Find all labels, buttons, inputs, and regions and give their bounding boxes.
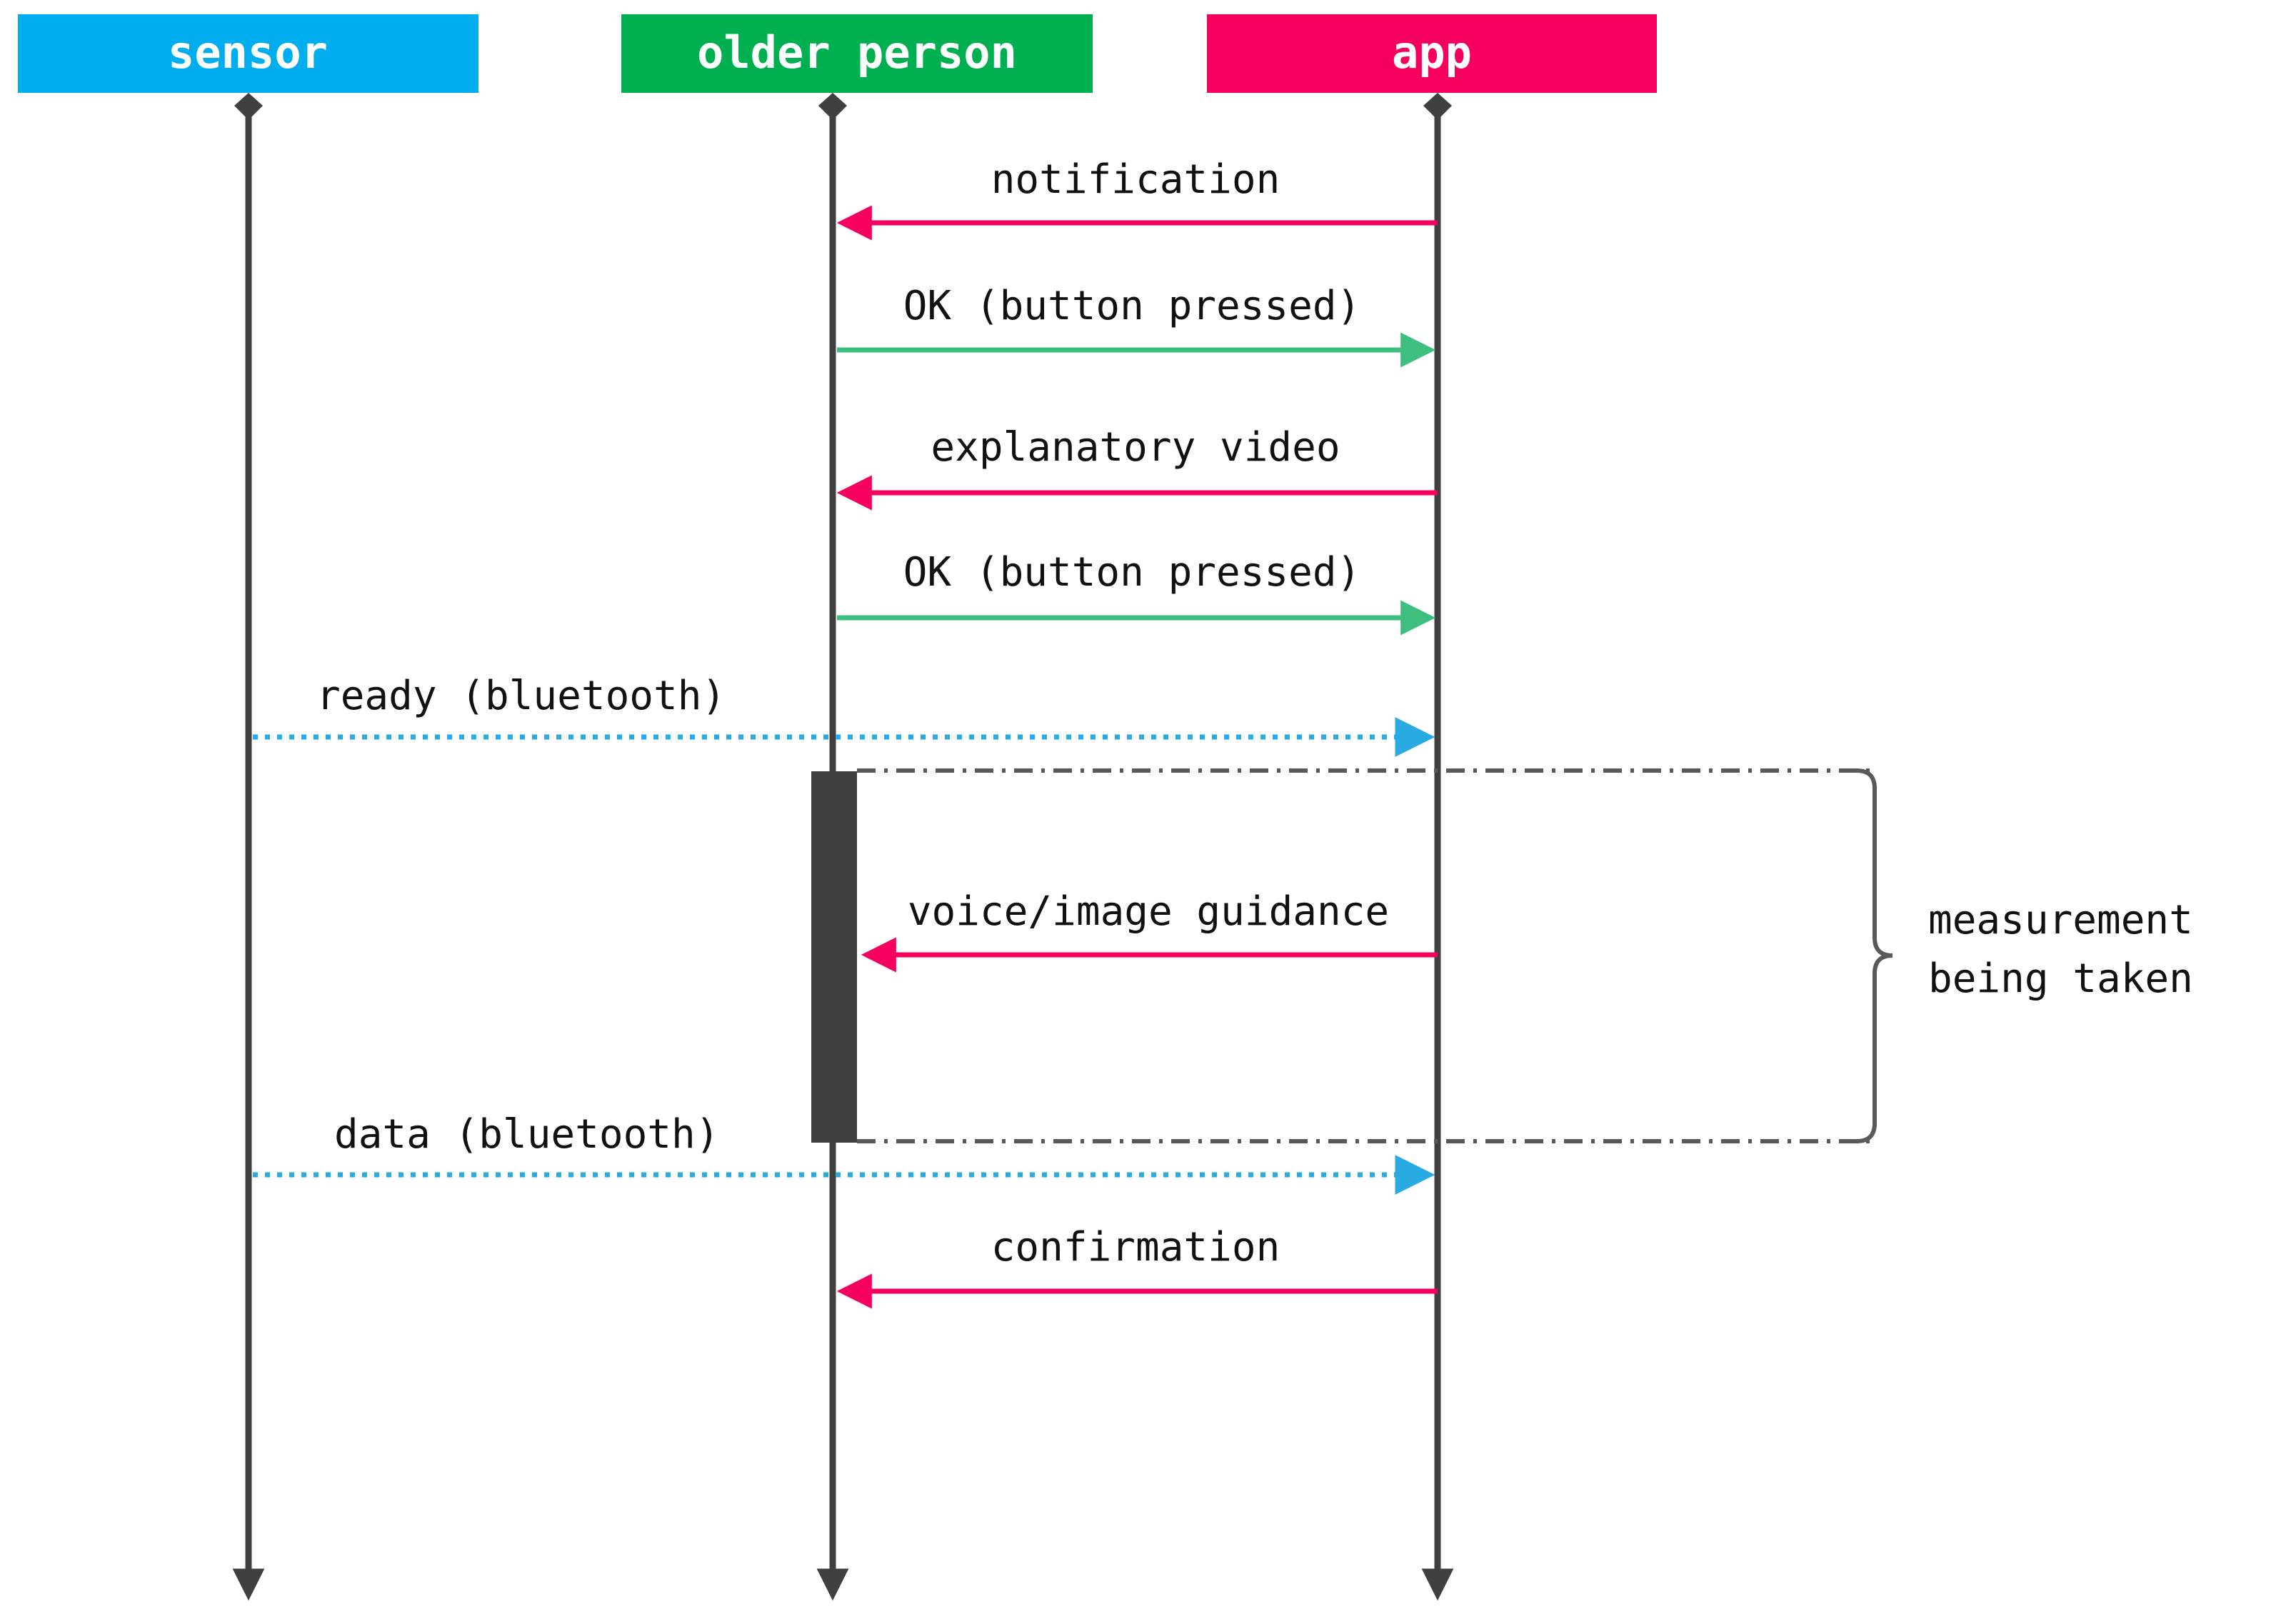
message-label-voice-image-guidance: voice/image guidance (908, 888, 1389, 935)
message-notification[interactable]: notification (836, 156, 1438, 241)
participant-box-app (1207, 14, 1657, 93)
message-label-ready-bluetooth: ready (bluetooth) (316, 673, 726, 719)
message-label-data-bluetooth: data (bluetooth) (334, 1111, 719, 1158)
note-curly-bracket (1855, 768, 1893, 1143)
participant-label-app: app (1392, 26, 1472, 79)
message-voice-image-guidance[interactable]: voice/image guidance (861, 888, 1438, 973)
measurement-note-span (857, 768, 1893, 1143)
message-ok-button-pressed-1[interactable]: OK (button pressed) (837, 283, 1436, 368)
message-label-notification: notification (991, 156, 1280, 203)
activation-bar-older-person (811, 771, 857, 1143)
message-ready-bluetooth[interactable]: ready (bluetooth) (253, 673, 1435, 757)
note-line-1: measurement (1928, 897, 2193, 943)
message-confirmation[interactable]: confirmation (836, 1224, 1438, 1309)
participant-app[interactable]: app (1207, 14, 1657, 120)
participant-box-sensor (18, 14, 478, 93)
message-label-confirmation: confirmation (991, 1224, 1280, 1270)
message-data-bluetooth[interactable]: data (bluetooth) (253, 1111, 1435, 1195)
message-label-ok-button-pressed-1: OK (button pressed) (903, 283, 1361, 329)
participant-sensor[interactable]: sensor (18, 14, 478, 120)
message-label-ok-button-pressed-2: OK (button pressed) (903, 549, 1361, 596)
participant-label-sensor: sensor (168, 26, 328, 79)
message-ok-button-pressed-2[interactable]: OK (button pressed) (837, 549, 1436, 636)
message-label-explanatory-video: explanatory video (931, 424, 1340, 471)
participant-box-older-person (621, 14, 1093, 93)
participant-older-person[interactable]: older person (621, 14, 1093, 120)
message-explanatory-video[interactable]: explanatory video (836, 424, 1438, 511)
measurement-note-text: measurement being taken (1928, 897, 2193, 1002)
note-line-2: being taken (1928, 956, 2193, 1002)
participant-label-older-person: older person (697, 26, 1017, 79)
